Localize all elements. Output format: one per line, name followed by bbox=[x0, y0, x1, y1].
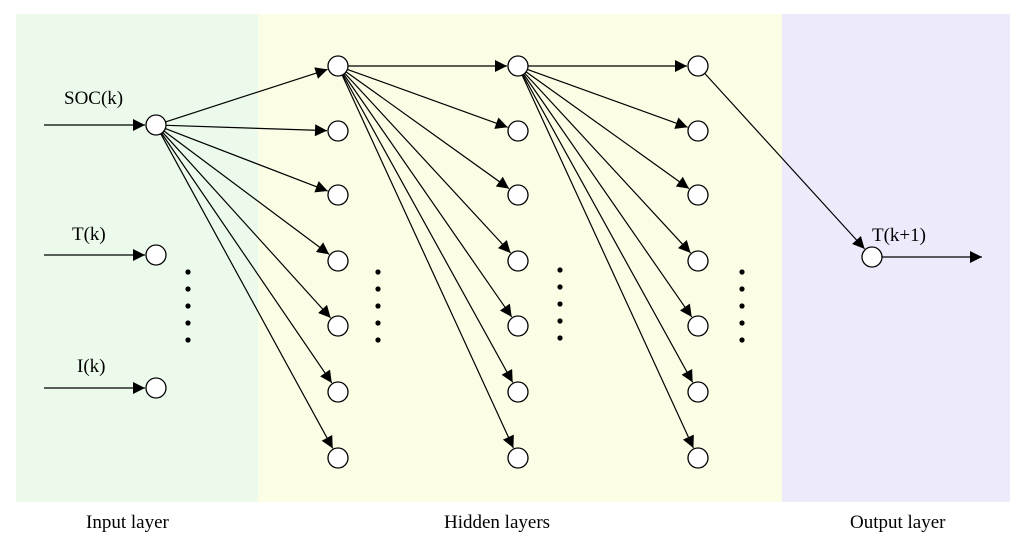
edge-hidden1-to-hidden2-3 bbox=[344, 72, 511, 254]
input-neuron-1 bbox=[145, 244, 167, 266]
hidden-neuron-2-0 bbox=[507, 55, 529, 77]
neurons bbox=[145, 55, 883, 469]
edge-input-to-hidden1-6 bbox=[160, 133, 334, 449]
edge-hidden1-to-hidden2-5 bbox=[342, 74, 514, 383]
input-neuron-2 bbox=[145, 377, 167, 399]
ellipsis-dot-3-1 bbox=[739, 286, 745, 292]
ellipsis-dot-1-4 bbox=[375, 337, 381, 343]
ellipsis-dot-2-0 bbox=[557, 267, 563, 273]
edge-hidden1-to-hidden2-6 bbox=[341, 74, 514, 449]
output-label: T(k+1) bbox=[872, 225, 926, 246]
ellipsis-markers bbox=[185, 267, 745, 343]
edge-hidden2-to-hidden3-1 bbox=[527, 68, 688, 129]
ellipsis-dot-2-1 bbox=[557, 284, 563, 290]
ellipsis-dot-1-3 bbox=[375, 320, 381, 326]
edge-hidden2-to-hidden3-5 bbox=[522, 74, 694, 383]
hidden-neuron-2-3 bbox=[507, 250, 529, 272]
hidden-neuron-1-1 bbox=[327, 120, 349, 142]
edge-hidden3-to-output bbox=[704, 72, 866, 250]
input-label-current: I(k) bbox=[77, 356, 106, 377]
hidden-neuron-3-3 bbox=[687, 250, 709, 272]
ellipsis-dot-3-4 bbox=[739, 337, 745, 343]
hidden-neuron-1-3 bbox=[327, 250, 349, 272]
ellipsis-dot-3-3 bbox=[739, 320, 745, 326]
edge-hidden1-to-hidden2-2 bbox=[345, 71, 510, 190]
input-layer-region bbox=[16, 14, 258, 502]
caption-hidden-layers: Hidden layers bbox=[444, 512, 551, 533]
hidden-neuron-2-6 bbox=[507, 447, 529, 469]
hidden-neuron-3-4 bbox=[687, 315, 709, 337]
input-label-temperature: T(k) bbox=[72, 224, 106, 245]
edge-hidden2-to-hidden3-3 bbox=[524, 72, 691, 254]
ellipsis-dot-2-2 bbox=[557, 301, 563, 307]
caption-output-layer: Output layer bbox=[850, 512, 946, 533]
ellipsis-dot-0-1 bbox=[185, 286, 191, 292]
hidden-neuron-2-2 bbox=[507, 184, 529, 206]
edge-hidden2-to-hidden3-4 bbox=[523, 73, 693, 318]
hidden-neuron-1-0 bbox=[327, 55, 349, 77]
edge-hidden1-to-hidden2-1 bbox=[347, 68, 508, 129]
edge-input-to-hidden1-5 bbox=[161, 132, 333, 384]
edge-hidden2-to-hidden3-6 bbox=[521, 74, 694, 449]
ellipsis-dot-0-3 bbox=[185, 320, 191, 326]
connections bbox=[44, 60, 982, 449]
hidden-neuron-3-2 bbox=[687, 184, 709, 206]
hidden-neuron-2-5 bbox=[507, 381, 529, 403]
caption-input-layer: Input layer bbox=[86, 512, 169, 533]
input-neuron-0 bbox=[145, 114, 167, 136]
edge-input-to-hidden1-0 bbox=[165, 67, 328, 123]
hidden-neuron-3-6 bbox=[687, 447, 709, 469]
output-neuron bbox=[861, 246, 883, 268]
hidden-neuron-3-1 bbox=[687, 120, 709, 142]
hidden-neuron-3-5 bbox=[687, 381, 709, 403]
hidden-neuron-3-0 bbox=[687, 55, 709, 77]
ellipsis-dot-3-0 bbox=[739, 269, 745, 275]
edge-hidden1-to-hidden2-4 bbox=[343, 73, 513, 318]
edge-hidden2-to-hidden3-2 bbox=[525, 71, 690, 190]
hidden-neuron-2-4 bbox=[507, 315, 529, 337]
ellipsis-dot-0-4 bbox=[185, 337, 191, 343]
output-layer-region bbox=[782, 14, 1010, 502]
edge-input-to-hidden1-2 bbox=[165, 128, 328, 193]
hidden-neuron-1-4 bbox=[327, 315, 349, 337]
ellipsis-dot-1-2 bbox=[375, 303, 381, 309]
edge-input-to-hidden1-3 bbox=[163, 130, 330, 255]
hidden-neuron-2-1 bbox=[507, 120, 529, 142]
ellipsis-dot-1-0 bbox=[375, 269, 381, 275]
input-label-soc: SOC(k) bbox=[64, 88, 124, 109]
ellipsis-dot-2-3 bbox=[557, 318, 563, 324]
ellipsis-dot-0-2 bbox=[185, 303, 191, 309]
hidden-neuron-1-2 bbox=[327, 184, 349, 206]
hidden-neuron-1-5 bbox=[327, 381, 349, 403]
ellipsis-dot-3-2 bbox=[739, 303, 745, 309]
hidden-neuron-1-6 bbox=[327, 447, 349, 469]
ellipsis-dot-0-0 bbox=[185, 269, 191, 275]
edge-input-to-hidden1-4 bbox=[162, 132, 332, 319]
edge-input-to-hidden1-1 bbox=[165, 124, 328, 137]
ellipsis-dot-1-1 bbox=[375, 286, 381, 292]
ellipsis-dot-2-4 bbox=[557, 335, 563, 341]
